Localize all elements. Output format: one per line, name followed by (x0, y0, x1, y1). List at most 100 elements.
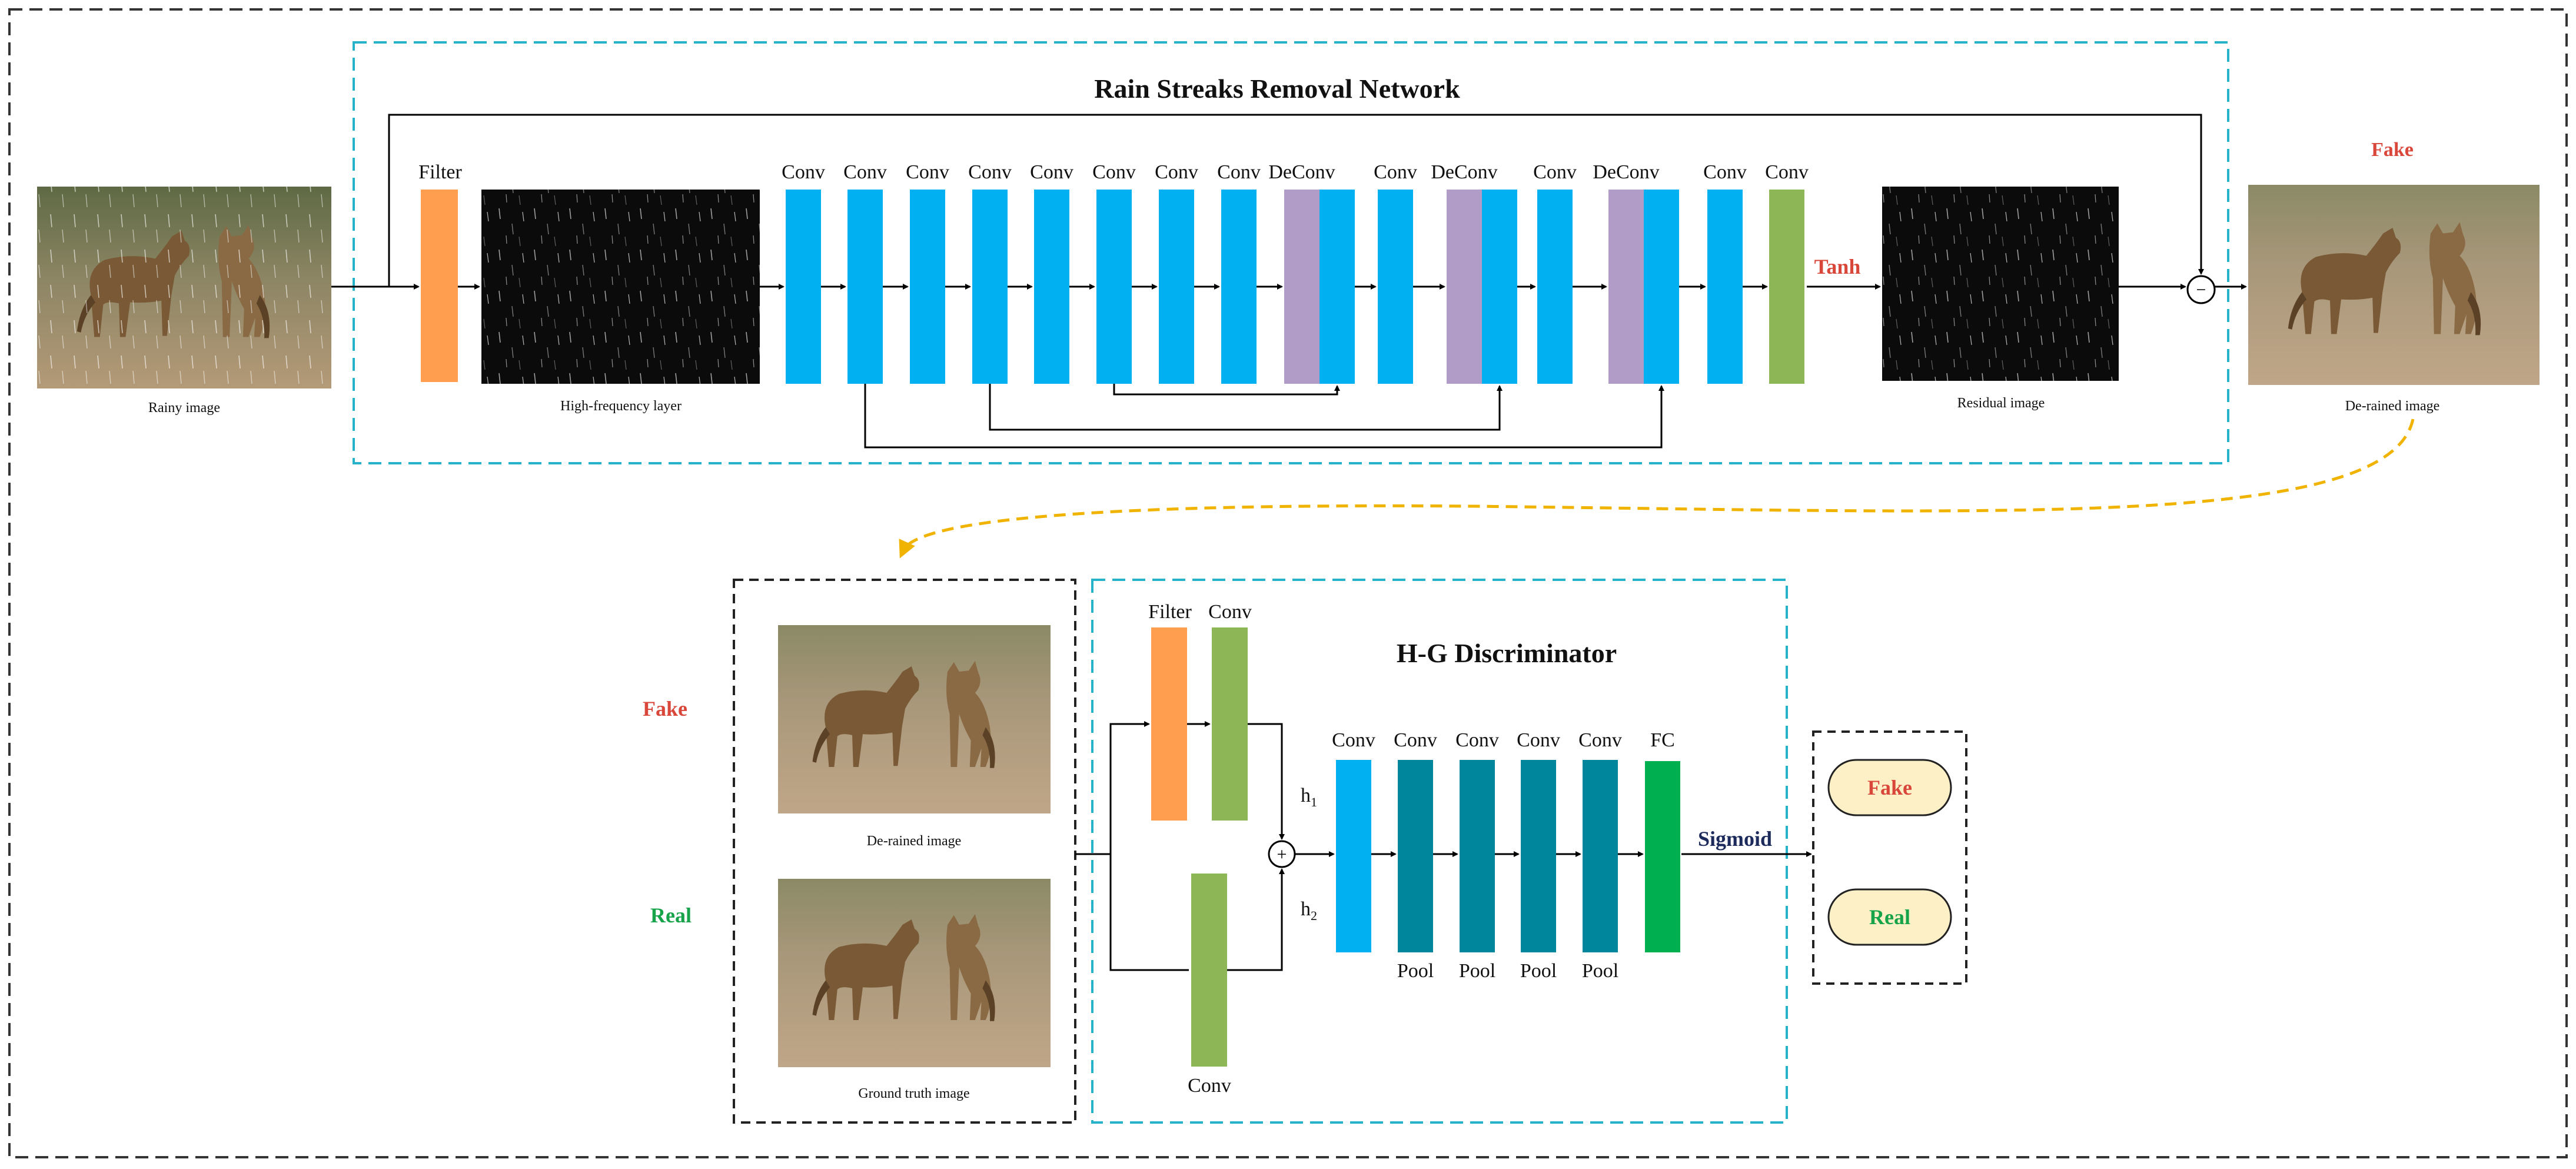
discriminator-inputs-frame (733, 579, 1076, 1124)
h2-label: h2 (1301, 898, 1317, 923)
gen-skip-connection (864, 384, 1664, 449)
disc-conv-block (1398, 760, 1433, 952)
disc-conv-label: Conv (1394, 729, 1437, 751)
generator-connections (331, 114, 2247, 290)
ground-truth-image (778, 879, 1051, 1067)
ground-truth-caption: Ground truth image (858, 1086, 969, 1101)
derained-output-image (2248, 185, 2540, 385)
gen-deconv-label: DeConv (1593, 161, 1659, 183)
gen-conv-block (1034, 190, 1069, 384)
derained-output-caption: De-rained image (2345, 398, 2440, 414)
disc-filter-block (1151, 627, 1187, 821)
gen-conv-label: Conv (1765, 161, 1809, 183)
gen-conv-block (786, 190, 821, 384)
rainy-input-image (37, 187, 331, 388)
outer-frame (8, 8, 2568, 1158)
disc-conv-block (1583, 760, 1618, 952)
subtract-symbol: − (2196, 280, 2206, 300)
disc-conv-label: Conv (1517, 729, 1560, 751)
gen-conv-block (1221, 190, 1257, 384)
gen-conv-label: Conv (1217, 161, 1261, 183)
disc-branch2-conv-block (1191, 874, 1227, 1067)
disc-conv-block (1460, 760, 1495, 952)
disc-real-label: Real (650, 904, 692, 927)
high-frequency-rain-pattern (481, 190, 760, 384)
disc-fc-block (1645, 761, 1680, 952)
discriminator-connections (1075, 721, 1812, 971)
gen-deconv-block (1447, 190, 1482, 384)
gen-conv-label: Conv (1030, 161, 1073, 183)
gen-conv-block (1159, 190, 1194, 384)
h1-label: h1 (1301, 785, 1317, 809)
rainy-image-caption: Rainy image (148, 400, 220, 416)
discriminator-output-frame (1812, 730, 1967, 985)
gen-conv-label: Conv (1533, 161, 1577, 183)
disc-pool-label: Pool (1397, 960, 1434, 982)
gen-conv-label: Conv (906, 161, 949, 183)
output-real-pill (1827, 888, 1952, 946)
gen-conv-label: Conv (1155, 161, 1198, 183)
generator-title: Rain Streaks Removal Network (1094, 74, 1460, 104)
discriminator-derained-image (778, 625, 1051, 813)
hf-layer-caption: High-frequency layer (560, 398, 682, 414)
disc-derained-caption: De-rained image (867, 833, 962, 849)
gen-conv-label: Conv (843, 161, 887, 183)
disc-branch2-conv-label: Conv (1188, 1075, 1231, 1097)
subtract-operator (2186, 275, 2216, 304)
gen-skip-connection (1113, 384, 1340, 396)
gen-filter-block (421, 190, 458, 382)
gen-conv-block (1096, 190, 1132, 384)
gen-conv-label: Conv (968, 161, 1012, 183)
gen-conv-label: Conv (1374, 161, 1417, 183)
disc-branch1-conv-block (1212, 627, 1248, 821)
generator-conv-stack: Conv Conv Conv Conv Conv Conv Conv Conv Conv Conv… (782, 161, 1809, 384)
gen-conv-block (1378, 190, 1413, 384)
gen-conv-block (847, 190, 883, 384)
gen-fake-label: Fake (2371, 139, 2414, 161)
gen-conv-block (1707, 190, 1743, 384)
disc-filter-label: Filter (1148, 601, 1192, 623)
disc-fake-label: Fake (643, 697, 687, 720)
residual-caption: Residual image (1957, 396, 2045, 411)
disc-fc-label: FC (1650, 729, 1675, 751)
sigmoid-label: Sigmoid (1698, 827, 1772, 851)
gen-deconv-block (1284, 190, 1319, 384)
gen-conv-block (1537, 190, 1573, 384)
disc-conv-block (1521, 760, 1556, 952)
disc-conv-label: Conv (1578, 729, 1622, 751)
gen-filter-label: Filter (418, 161, 462, 183)
disc-conv-label: Conv (1455, 729, 1499, 751)
disc-pool-label: Pool (1582, 960, 1618, 982)
generator-stack-arrows (821, 284, 1768, 449)
gen-deconv-label: DeConv (1268, 161, 1335, 183)
gen-deconv-label: DeConv (1431, 161, 1497, 183)
disc-conv-block (1336, 760, 1371, 952)
gen-conv-block (972, 190, 1008, 384)
generator-frame (353, 41, 2229, 464)
discriminator-title: H-G Discriminator (1397, 638, 1617, 668)
output-fake-pill (1827, 759, 1952, 816)
gen-conv-block (910, 190, 945, 384)
gen-conv-label: Conv (1092, 161, 1136, 183)
disc-pool-label: Pool (1459, 960, 1495, 982)
discriminator-frame (1091, 579, 1788, 1124)
disc-pool-label: Pool (1520, 960, 1557, 982)
gen-deconv-block (1608, 190, 1644, 384)
tanh-label: Tanh (1814, 255, 1861, 278)
gen-conv-label: Conv (1703, 161, 1747, 183)
gen-deconv-conv-block (1319, 190, 1355, 384)
output-real-label: Real (1869, 905, 1910, 929)
residual-rain-pattern (1882, 187, 2119, 381)
gen-deconv-conv-block (1482, 190, 1517, 384)
disc-conv-label: Conv (1332, 729, 1375, 751)
disc-branch1-conv-label: Conv (1208, 601, 1252, 623)
gen-final-conv-block (1769, 190, 1804, 384)
gen-deconv-conv-block (1644, 190, 1679, 384)
output-fake-label: Fake (1867, 776, 1912, 799)
gen-skip-connection (989, 384, 1503, 431)
feedback-curve-arrow (899, 419, 2415, 559)
sum-symbol: + (1277, 845, 1287, 864)
